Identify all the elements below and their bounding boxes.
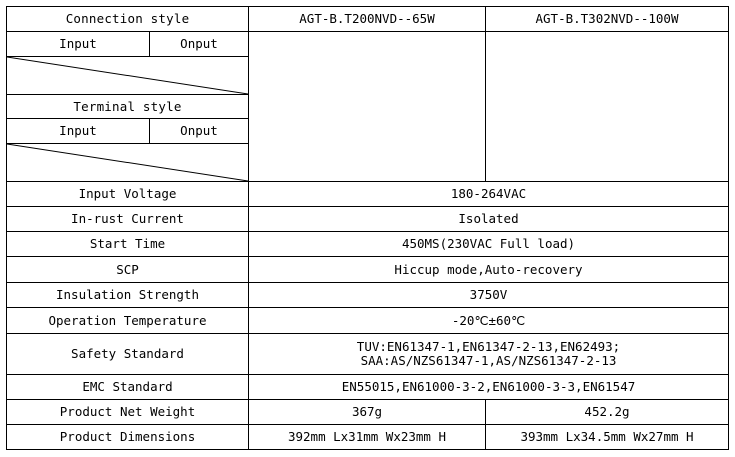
safety-standard-saa: SAA:AS/NZS61347-1,AS/NZS61347-2-13 <box>360 353 617 368</box>
header-row: Connection style AGT-B.T200NVD--65W AGT-… <box>6 6 729 32</box>
net-weight-65w: 367g <box>248 399 486 425</box>
scp-label: SCP <box>6 256 249 283</box>
scp-row: SCP Hiccup mode,Auto-recovery <box>6 256 729 283</box>
connection-diagonal-row <box>6 56 729 95</box>
insulation-strength-value: 3750V <box>248 282 729 308</box>
input-voltage-value: 180-264VAC <box>248 181 729 207</box>
safety-standard-row: Safety Standard TUV:EN61347-1,EN61347-2-… <box>6 333 729 375</box>
dimensions-100w: 393mm Lx34.5mm Wx27mm H <box>485 424 729 450</box>
terminal-io-row: Input Onput <box>6 118 729 144</box>
spec-sheet: Connection style AGT-B.T200NVD--65W AGT-… <box>6 6 729 450</box>
model-100w-diagram-cell <box>485 31 729 182</box>
dimensions-label: Product Dimensions <box>6 424 249 450</box>
connection-input-label: Input <box>6 31 150 57</box>
input-voltage-row: Input Voltage 180-264VAC <box>6 181 729 207</box>
net-weight-label: Product Net Weight <box>6 399 249 425</box>
safety-standard-value: TUV:EN61347-1,EN61347-2-13,EN62493; SAA:… <box>248 333 729 375</box>
terminal-diagonal-cell <box>6 143 249 182</box>
start-time-row: Start Time 450MS(230VAC Full load) <box>6 231 729 257</box>
net-weight-100w: 452.2g <box>485 399 729 425</box>
model-100w-header: AGT-B.T302NVD--100W <box>485 6 729 32</box>
spec-table: Connection style AGT-B.T200NVD--65W AGT-… <box>6 6 729 450</box>
safety-standard-label: Safety Standard <box>6 333 249 375</box>
model-65w-diagram-cell <box>248 31 486 182</box>
emc-standard-label: EMC Standard <box>6 374 249 400</box>
emc-standard-row: EMC Standard EN55015,EN61000-3-2,EN61000… <box>6 374 729 400</box>
terminal-input-label: Input <box>6 118 150 144</box>
terminal-diagonal-row <box>6 143 729 182</box>
start-time-label: Start Time <box>6 231 249 257</box>
inrush-current-label: In-rust Current <box>6 206 249 232</box>
input-voltage-label: Input Voltage <box>6 181 249 207</box>
insulation-strength-label: Insulation Strength <box>6 282 249 308</box>
start-time-value: 450MS(230VAC Full load) <box>248 231 729 257</box>
inrush-current-row: In-rust Current Isolated <box>6 206 729 232</box>
connection-diagonal-cell <box>6 56 249 95</box>
safety-standard-tuv: TUV:EN61347-1,EN61347-2-13,EN62493; <box>356 339 621 354</box>
connection-style-header: Connection style <box>6 6 249 32</box>
terminal-style-label: Terminal style <box>6 94 249 119</box>
connection-output-label: Onput <box>149 31 249 57</box>
scp-value: Hiccup mode,Auto-recovery <box>248 256 729 283</box>
dimensions-65w: 392mm Lx31mm Wx23mm H <box>248 424 486 450</box>
dimensions-row: Product Dimensions 392mm Lx31mm Wx23mm H… <box>6 424 729 450</box>
operation-temperature-value: -20℃±60℃ <box>248 307 729 334</box>
connection-io-row: Input Onput <box>6 31 729 182</box>
terminal-diagonal-line <box>7 144 248 181</box>
net-weight-row: Product Net Weight 367g 452.2g <box>6 399 729 425</box>
model-65w-header: AGT-B.T200NVD--65W <box>248 6 486 32</box>
operation-temperature-row: Operation Temperature -20℃±60℃ <box>6 307 729 334</box>
connection-diagonal-line <box>7 57 248 94</box>
operation-temperature-label: Operation Temperature <box>6 307 249 334</box>
insulation-strength-row: Insulation Strength 3750V <box>6 282 729 308</box>
emc-standard-value: EN55015,EN61000-3-2,EN61000-3-3,EN61547 <box>248 374 729 400</box>
terminal-output-label: Onput <box>149 118 249 144</box>
inrush-current-value: Isolated <box>248 206 729 232</box>
